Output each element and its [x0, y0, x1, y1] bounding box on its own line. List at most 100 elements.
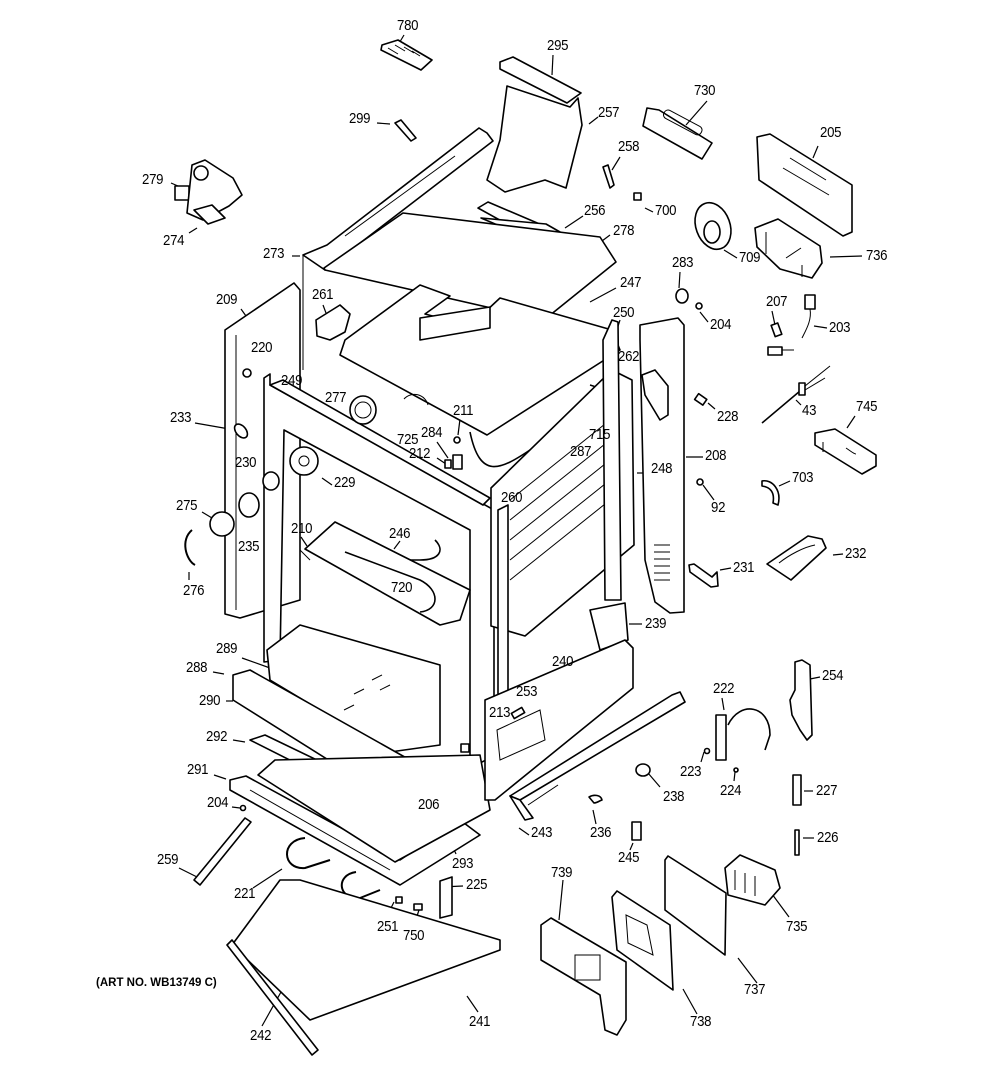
art-number-label: (ART NO. WB13749 C) [96, 977, 217, 989]
callout-290: 290 [199, 692, 221, 709]
callout-780: 780 [397, 17, 419, 34]
part-251-clip [395, 896, 403, 904]
part-730-vent-cover [642, 107, 713, 160]
callout-715: 715 [589, 426, 611, 443]
callout-239: 239 [645, 615, 667, 632]
part-739-bracket [540, 917, 627, 1036]
callout-287: 287 [570, 443, 592, 460]
callout-251: 251 [377, 918, 399, 935]
callout-233: 233 [170, 409, 192, 426]
callout-257: 257 [598, 104, 620, 121]
callout-249: 249 [281, 372, 303, 389]
callout-745: 745 [856, 398, 878, 415]
callout-208: 208 [705, 447, 727, 464]
callout-256: 256 [584, 202, 606, 219]
callout-236: 236 [590, 824, 612, 841]
callout-243: 243 [531, 824, 553, 841]
callout-262: 262 [618, 348, 640, 365]
callout-737: 737 [744, 981, 766, 998]
part-275-light-cover [209, 511, 235, 537]
part-291-drawer-bottom [229, 775, 481, 886]
part-703-shield [761, 480, 780, 506]
callout-288: 288 [186, 659, 208, 676]
callout-221: 221 [234, 885, 256, 902]
callout-260: 260 [501, 489, 523, 506]
callout-220: 220 [251, 339, 273, 356]
callout-211: 211 [453, 402, 474, 419]
callout-205: 205 [820, 124, 842, 141]
callout-223: 223 [680, 763, 702, 780]
callout-720: 720 [391, 579, 413, 596]
callout-292: 292 [206, 728, 228, 745]
part-229-light-shield [289, 446, 319, 476]
part-225-bracket [439, 876, 453, 919]
callout-736: 736 [866, 247, 888, 264]
callout-254: 254 [822, 667, 844, 684]
callout-230: 230 [235, 454, 257, 471]
callout-246: 246 [389, 525, 411, 542]
callout-227: 227 [816, 782, 838, 799]
part-240-lower-rear-panel [484, 639, 634, 801]
part-736-bracket-box [754, 218, 823, 279]
callout-253: 253 [516, 683, 538, 700]
part-750-clip [413, 903, 423, 911]
callout-241: 241 [469, 1013, 491, 1030]
callout-228: 228 [717, 408, 739, 425]
callout-709: 709 [739, 249, 761, 266]
callout-730: 730 [694, 82, 716, 99]
part-223-screw [703, 747, 711, 755]
callout-206: 206 [418, 796, 440, 813]
callout-226: 226 [817, 829, 839, 846]
callout-703: 703 [792, 469, 814, 486]
part-289-broiler-drawer-liner [266, 624, 441, 753]
part-233-lamp-socket [233, 423, 249, 439]
callout-274: 274 [163, 232, 185, 249]
part-220-nut [242, 368, 252, 378]
part-231-bracket [688, 563, 719, 588]
callout-238: 238 [663, 788, 685, 805]
part-279-valve-bracket [174, 159, 243, 225]
callout-207: 207 [766, 293, 788, 310]
part-245-orifice [631, 821, 642, 841]
part-236-clip [588, 794, 603, 804]
part-262-bracket [641, 369, 669, 421]
part-224-screw [733, 767, 739, 773]
part-232-burner-base [766, 535, 827, 581]
callout-278: 278 [613, 222, 635, 239]
part-211-screw [453, 436, 461, 444]
callout-739: 739 [551, 864, 573, 881]
callout-277: 277 [325, 389, 347, 406]
callout-242: 242 [250, 1027, 272, 1044]
callout-295: 295 [547, 37, 569, 54]
part-709-flange [694, 201, 732, 251]
callout-204: 204 [207, 794, 229, 811]
callout-279: 279 [142, 171, 164, 188]
part-92-screw [696, 478, 704, 486]
part-700-clip [633, 192, 642, 201]
callout-750: 750 [403, 927, 425, 944]
part-239-rear-rail [589, 602, 629, 651]
part-230-light-holder [262, 471, 280, 491]
part-205-rear-panel [756, 133, 853, 237]
callout-293: 293 [452, 855, 474, 872]
part-277-inner-liner-top [339, 284, 621, 436]
callout-240: 240 [552, 653, 574, 670]
part-253-bracket [510, 706, 526, 720]
callout-210: 210 [291, 520, 313, 537]
callout-735: 735 [786, 918, 808, 935]
part-735-terminal-block [724, 854, 781, 906]
part-243-burner-manifold [509, 691, 686, 821]
callout-224: 224 [720, 782, 742, 799]
part-261-bracket [315, 304, 351, 341]
part-276-wire-clip [184, 529, 196, 566]
part-213-clip [460, 743, 470, 753]
part-43-sensor-probe [761, 365, 831, 424]
part-738-panel [611, 890, 674, 991]
callout-276: 276 [183, 582, 205, 599]
callout-235: 235 [238, 538, 260, 555]
part-209-left-side-panel [224, 282, 301, 619]
part-212-connector [444, 459, 452, 469]
callout-299: 299 [349, 110, 371, 127]
part-203-wire-harness [767, 294, 816, 356]
part-227-spark-igniter [792, 774, 802, 806]
